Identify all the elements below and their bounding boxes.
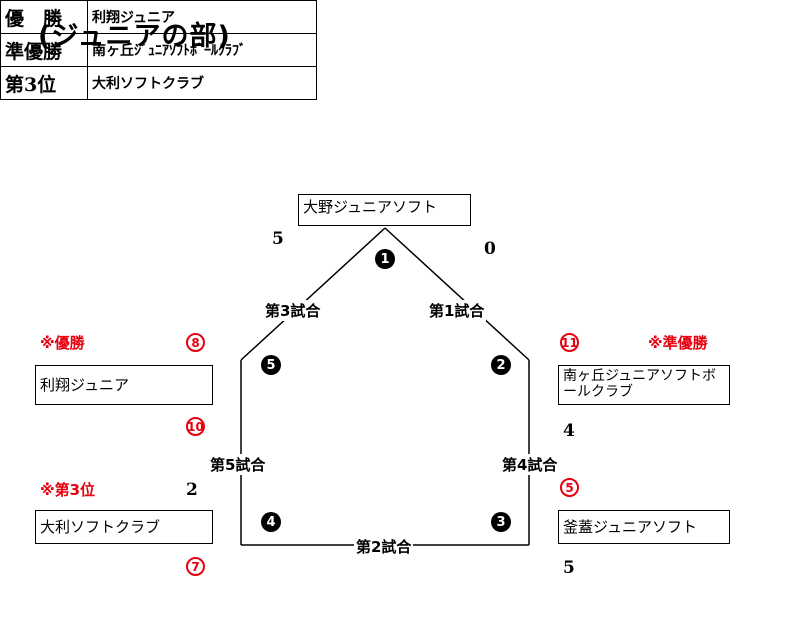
game-number-4-icon: 4 xyxy=(261,512,281,532)
game-number-1-icon: 1 xyxy=(375,249,395,269)
team-box-right-lower: 釜蓋ジュニアソフト xyxy=(558,510,730,544)
table-row: 準優勝 南ヶ丘ｼﾞｭﾆｱｿﾌﾄﾎﾞｰﾙｸﾗﾌﾞ xyxy=(0,33,317,67)
red-score-left-mid: 10 xyxy=(186,417,205,436)
red-score-left-top: 8 xyxy=(186,333,205,352)
rank-cell: 優 勝 xyxy=(0,0,88,34)
team-box-right-upper: 南ヶ丘ジュニアソフトボールクラブ xyxy=(558,365,730,405)
table-row: 第3位 大利ソフトクラブ xyxy=(0,66,317,100)
score-top-right: 0 xyxy=(484,239,496,259)
game-label-2: 第2試合 xyxy=(354,536,414,557)
award-champion-label: ※優勝 xyxy=(40,334,85,352)
team-cell: 利翔ジュニア xyxy=(87,0,317,34)
score-right-low: 5 xyxy=(563,558,575,578)
game-label-3: 第3試合 xyxy=(263,300,323,321)
red-score-left-low: 7 xyxy=(186,557,205,576)
game-number-2-icon: 2 xyxy=(491,355,511,375)
award-third-label: ※第3位 xyxy=(40,481,96,499)
score-top-left: 5 xyxy=(272,229,284,249)
page-title: (ジュニアの部) xyxy=(38,21,231,52)
rank-cell: 第3位 xyxy=(0,66,88,100)
team-cell: 南ヶ丘ｼﾞｭﾆｱｿﾌﾄﾎﾞｰﾙｸﾗﾌﾞ xyxy=(87,33,317,67)
game-label-5: 第5試合 xyxy=(208,454,268,475)
team-box-left-upper: 利翔ジュニア xyxy=(35,365,213,405)
game-label-4: 第4試合 xyxy=(500,454,560,475)
red-score-right-top: 11 xyxy=(560,333,579,352)
score-right-mid: 4 xyxy=(563,421,575,441)
game-number-3-icon: 3 xyxy=(491,512,511,532)
line-top-left xyxy=(240,227,386,361)
game-number-5-icon: 5 xyxy=(261,355,281,375)
table-row: 優 勝 利翔ジュニア xyxy=(0,0,317,34)
team-box-left-lower: 大利ソフトクラブ xyxy=(35,510,213,544)
team-box-top: 大野ジュニアソフト xyxy=(298,194,471,226)
red-score-right-mid: 5 xyxy=(560,478,579,497)
game-label-1: 第1試合 xyxy=(427,300,487,321)
team-cell: 大利ソフトクラブ xyxy=(87,66,317,100)
results-table: 優 勝 利翔ジュニア 準優勝 南ヶ丘ｼﾞｭﾆｱｿﾌﾄﾎﾞｰﾙｸﾗﾌﾞ 第3位 大… xyxy=(0,0,317,100)
line-top-right xyxy=(384,227,530,361)
award-runner-up-label: ※準優勝 xyxy=(648,334,708,352)
score-left-mid: 2 xyxy=(186,480,198,500)
